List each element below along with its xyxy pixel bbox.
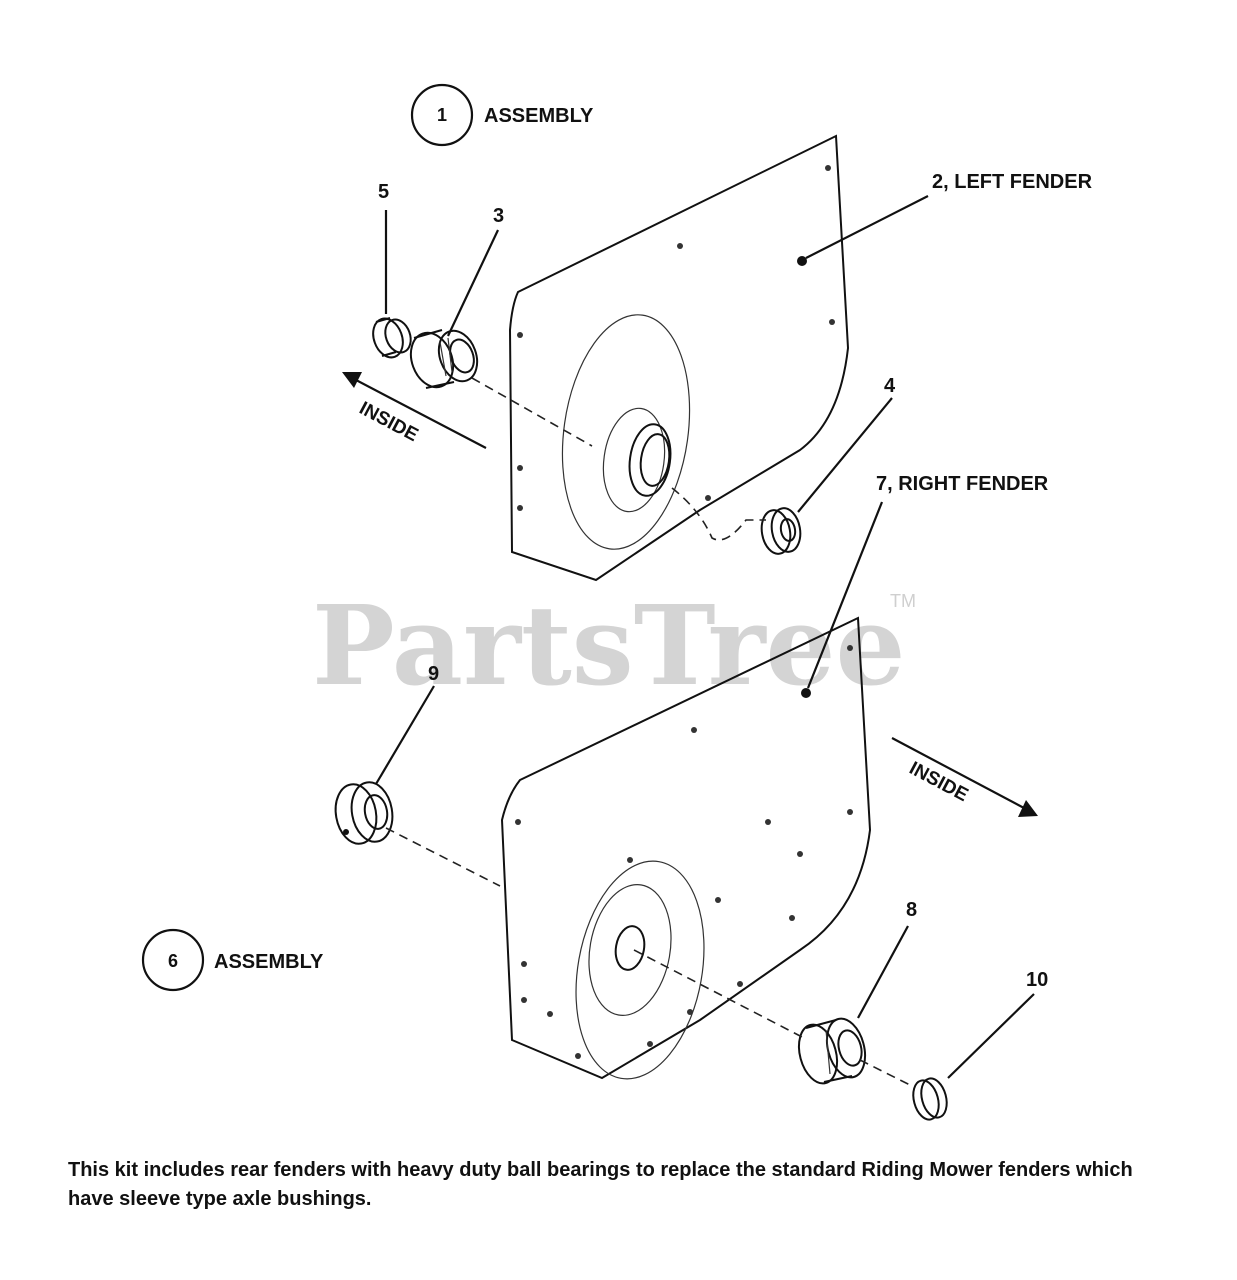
callout-4: 4: [884, 375, 896, 397]
left-fender[interactable]: [508, 134, 850, 582]
callout-10: 10: [1026, 969, 1048, 991]
watermark-tm: TM: [890, 591, 916, 611]
callout-1-number: 1: [437, 105, 447, 125]
callout-5: 5: [378, 181, 389, 203]
right-fender[interactable]: [500, 616, 872, 1089]
inside-arrow-top: INSIDE: [342, 372, 487, 449]
left-fender-marker: [797, 256, 807, 266]
part-4-bearing[interactable]: [758, 506, 803, 556]
callout-6-label: ASSEMBLY: [214, 951, 324, 973]
leader-8: [857, 925, 909, 1019]
callout-3: 3: [493, 205, 504, 227]
inside-arrow-bottom: INSIDE: [891, 737, 1038, 817]
callout-8: 8: [906, 899, 917, 921]
leader-3: [447, 229, 499, 337]
watermark-text: PartsTree: [312, 581, 906, 710]
inside-label-top: INSIDE: [356, 398, 422, 446]
part-9-bearing[interactable]: [331, 779, 397, 847]
top-axis-line: [471, 377, 766, 541]
callout-9: 9: [428, 663, 439, 685]
leader-4: [797, 397, 893, 513]
callout-1-label: ASSEMBLY: [484, 105, 594, 127]
leader-10: [947, 993, 1035, 1079]
callout-6-number: 6: [168, 951, 178, 971]
leader-9: [375, 685, 435, 785]
callout-6: 6 ASSEMBLY: [141, 928, 324, 992]
leader-7: [806, 501, 884, 689]
leader-2: [805, 195, 929, 259]
callout-2: 2, LEFT FENDER: [932, 171, 1093, 193]
kit-description: This kit includes rear fenders with heav…: [68, 1159, 1133, 1210]
part-10-ring[interactable]: [909, 1076, 951, 1123]
part-8-bearing[interactable]: [793, 1014, 871, 1087]
callout-7: 7, RIGHT FENDER: [876, 473, 1049, 495]
right-fender-marker: [801, 688, 811, 698]
callout-1: 1 ASSEMBLY: [410, 83, 594, 147]
part-3-bearing[interactable]: [404, 325, 484, 393]
bottom-axis-line-right: [633, 949, 913, 1087]
part-5-bushing[interactable]: [368, 314, 415, 361]
bottom-axis-line-left: [385, 827, 501, 887]
inside-label-bottom: INSIDE: [906, 758, 972, 806]
